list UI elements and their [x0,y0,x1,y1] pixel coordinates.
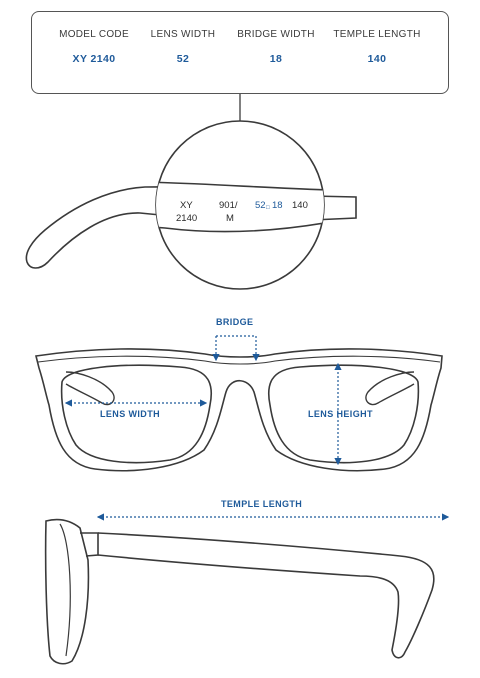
bridge-measure [212,335,260,362]
spec-value: 18 [269,53,283,65]
spec-table: MODEL CODE XY 2140 LENS WIDTH 52 BRIDGE … [31,11,449,94]
side-lens-edge [59,523,71,657]
front-view [35,348,443,472]
engraving-model-line1: XY [180,200,193,211]
spec-label: TEMPLE LENGTH [333,29,421,40]
front-frame-outline [35,348,443,472]
engraving-color-line2: M [226,213,234,224]
spec-label: LENS WIDTH [150,29,216,40]
engraving-color-line1: 901/ [219,200,238,211]
spec-value: 140 [367,53,387,65]
side-temple-arm [97,532,435,659]
spec-value: XY 2140 [72,53,116,65]
engraving-lens: 52 [255,200,266,211]
bridge-label: BRIDGE [216,317,254,327]
lens-height-label: LENS HEIGHT [308,409,373,419]
right-lens [267,364,420,464]
front-frame-topline [37,355,441,365]
engraving-temple: 140 [292,200,308,211]
left-temple-tip [65,371,115,406]
magnified-temple [156,181,324,233]
engraving-separator: □ [266,205,270,211]
spec-label: MODEL CODE [59,29,129,40]
spec-label: BRIDGE WIDTH [237,29,315,40]
side-view [44,518,435,665]
engraving-bridge: 18 [272,200,283,211]
side-hinge [80,532,99,557]
side-frame-front [44,518,90,665]
right-temple-tip [365,371,415,406]
spec-value: 52 [176,53,190,65]
left-lens [60,364,213,464]
engraving-model-line2: 2140 [176,213,198,224]
temple-length-label: TEMPLE LENGTH [221,499,303,509]
lens-width-label: LENS WIDTH [100,409,160,419]
